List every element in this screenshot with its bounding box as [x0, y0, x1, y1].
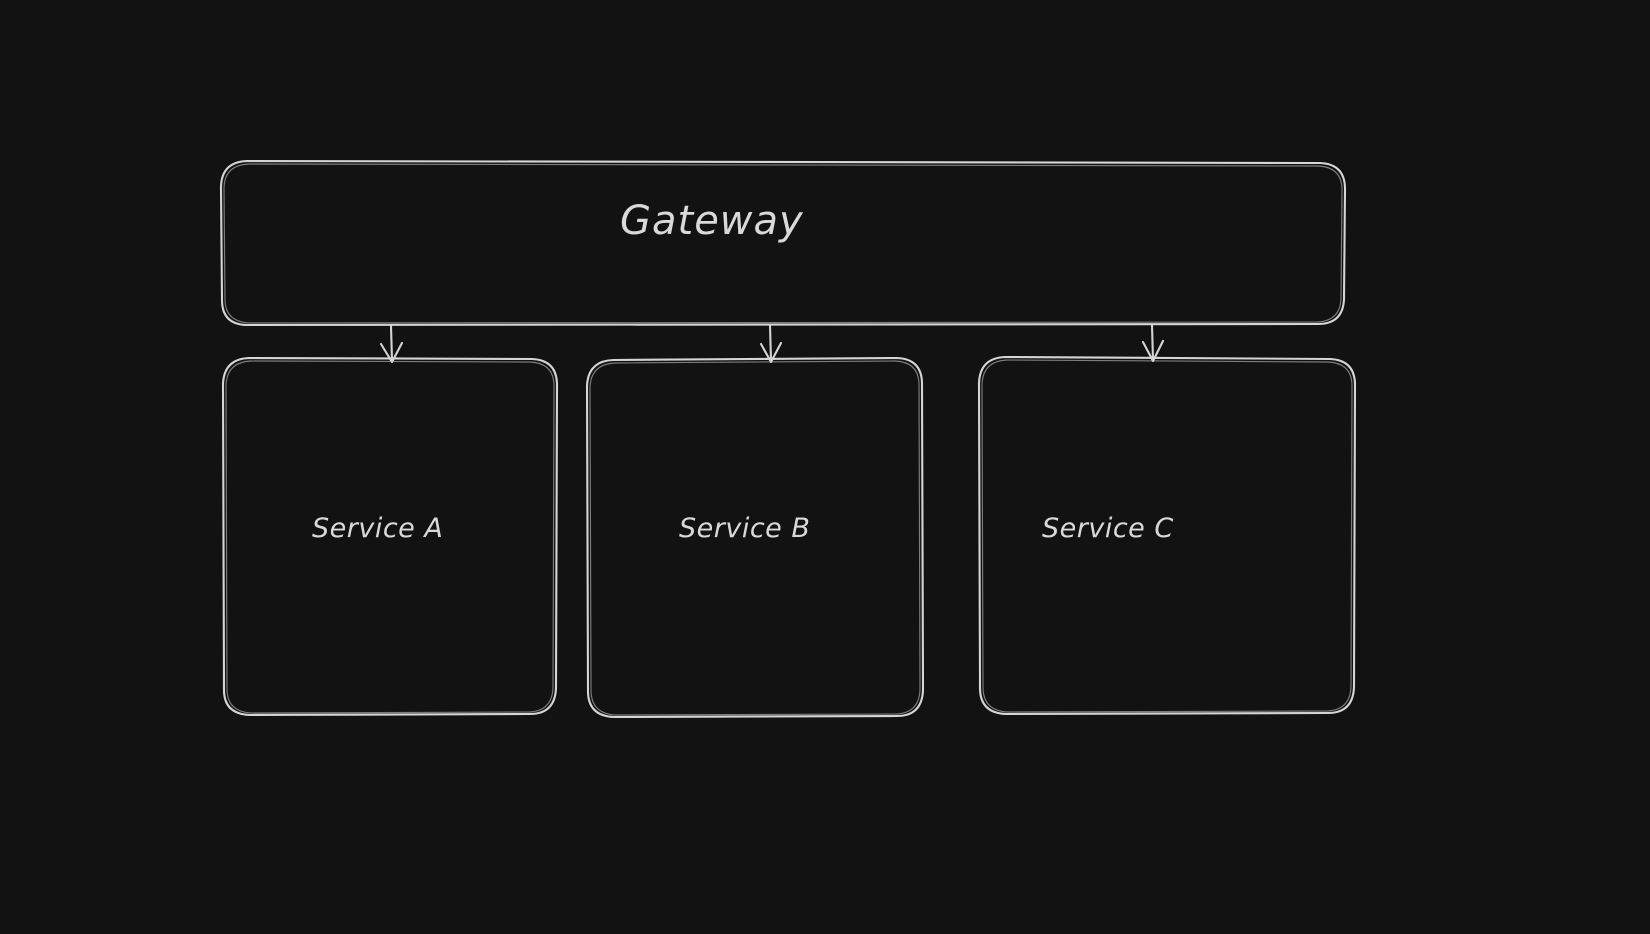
service-b-label: Service B	[679, 513, 811, 544]
gateway-to-service-c-arrow	[1141, 323, 1165, 363]
service-a-box[interactable]	[221, 356, 559, 717]
service-c-label: Service C	[1042, 513, 1174, 544]
service-a-label: Service A	[312, 513, 444, 544]
service-c-box[interactable]	[977, 355, 1357, 716]
gateway-box[interactable]	[219, 159, 1347, 327]
gateway-label: Gateway	[620, 198, 804, 244]
gateway-to-service-b-arrow	[759, 323, 783, 364]
gateway-to-service-a-arrow	[379, 324, 404, 364]
service-b-box[interactable]	[585, 356, 925, 719]
